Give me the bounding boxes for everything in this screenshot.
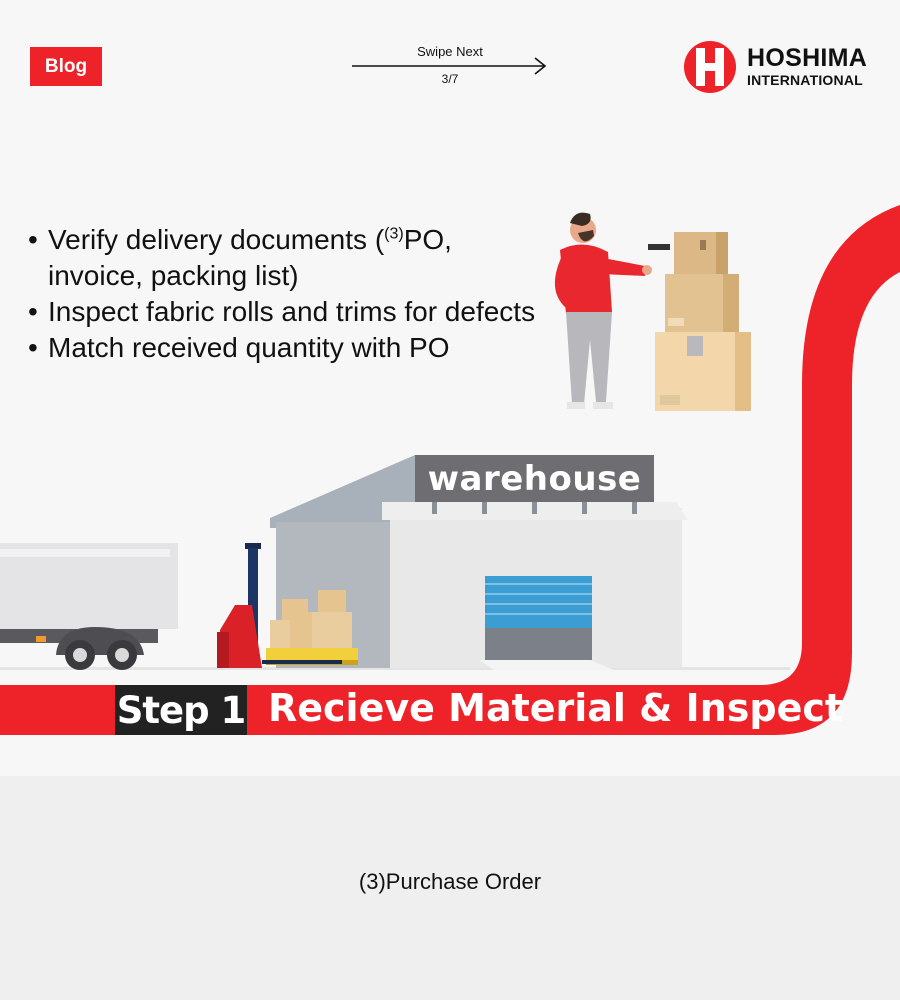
step-checklist: • Verify delivery documents ((3)PO, invo… <box>28 222 548 366</box>
roller-shutter-door-icon <box>485 576 592 660</box>
bullet-dot: • <box>28 224 38 255</box>
warehouse-sign: warehouse <box>415 455 654 502</box>
illustration-scene <box>0 205 900 735</box>
step-title: Recieve Material & Inspect <box>268 686 844 730</box>
brand-subtitle: INTERNATIONAL <box>747 72 863 88</box>
list-item: • Verify delivery documents ((3)PO, invo… <box>28 224 452 291</box>
blog-tag[interactable]: Blog <box>30 47 102 86</box>
step-badge: Step 1 <box>115 685 247 735</box>
hoshima-logo-icon <box>684 41 736 93</box>
warehouse-building <box>270 455 688 670</box>
forklift-icon <box>217 543 342 668</box>
delivery-truck-icon <box>0 543 178 670</box>
bullet-dot: • <box>28 296 38 327</box>
bullet-dot: • <box>28 332 38 363</box>
footnote-ref: (3) <box>384 225 404 243</box>
swipe-next-label: Swipe Next <box>417 44 483 59</box>
list-item: • Match received quantity with PO <box>28 330 548 366</box>
ground-line <box>0 667 790 670</box>
slide-card: Blog Swipe Next 3/7 HOSHIMA INTERNATIONA… <box>0 41 900 735</box>
brand-name: HOSHIMA <box>747 44 868 72</box>
footnote: (3)Purchase Order <box>358 869 542 894</box>
page-indicator: 3/7 <box>441 72 459 86</box>
red-road-path <box>0 205 900 735</box>
list-item: • Inspect fabric rolls and trims for def… <box>28 294 548 330</box>
worker-scanning-boxes-icon <box>554 212 751 411</box>
arrow-right-icon[interactable] <box>352 56 548 76</box>
